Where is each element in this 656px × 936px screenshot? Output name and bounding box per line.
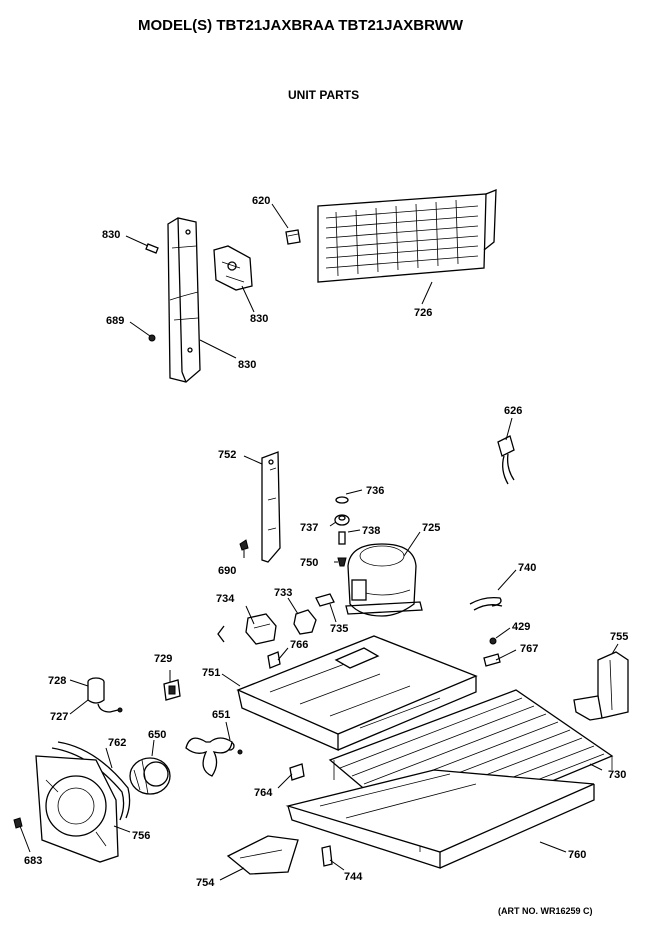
label-730: 730 (608, 769, 626, 781)
bracket-755-part[interactable] (573, 651, 629, 721)
label-620: 620 (252, 195, 270, 207)
label-756: 756 (132, 830, 150, 842)
label-736: 736 (366, 485, 384, 497)
label-729: 729 (154, 653, 172, 665)
nut-736-part[interactable] (335, 496, 349, 504)
fan-motor-728-part[interactable] (87, 677, 105, 704)
label-767: 767 (520, 643, 538, 655)
label-728: 728 (48, 675, 66, 687)
screw-683-part[interactable] (13, 817, 23, 829)
label-683: 683 (24, 855, 42, 867)
label-762: 762 (108, 737, 126, 749)
screw-830-part[interactable] (145, 243, 159, 254)
part-labels: 830 689 830 830 620 726 626 752 690 736 … (24, 195, 628, 889)
label-754: 754 (196, 877, 215, 889)
condenser-726-part[interactable] (317, 189, 497, 283)
label-760: 760 (568, 849, 586, 861)
clip-764-part[interactable] (289, 763, 305, 781)
label-429: 429 (512, 621, 530, 633)
clip-767-part[interactable] (483, 653, 501, 667)
grommet-737-part[interactable] (334, 514, 350, 526)
label-689: 689 (106, 315, 124, 327)
bolt-750-part[interactable] (337, 557, 347, 567)
clip-735-part[interactable] (315, 593, 335, 607)
clip-729-part[interactable] (163, 679, 181, 701)
screw-690-part[interactable] (239, 539, 249, 551)
label-740: 740 (518, 562, 536, 574)
harness-727-part[interactable] (97, 703, 123, 713)
tube-740-part[interactable] (469, 596, 503, 611)
compressor-725-part[interactable] (345, 543, 423, 617)
label-651: 651 (212, 709, 230, 721)
drain-pan-760-part[interactable] (285, 769, 595, 869)
support-channel-part[interactable] (167, 217, 201, 383)
leader-lines (19, 203, 619, 881)
label-755: 755 (610, 631, 628, 643)
label-626: 626 (504, 405, 522, 417)
shroud-762-part[interactable] (51, 741, 131, 821)
label-744: 744 (344, 871, 363, 883)
label-725: 725 (422, 522, 440, 534)
relay-bracket-part[interactable] (213, 245, 253, 291)
clip-734-part[interactable] (217, 613, 277, 645)
label-830: 830 (250, 313, 268, 325)
diagram-subtitle: UNIT PARTS (288, 88, 359, 102)
fan-blade-651-part[interactable] (185, 737, 233, 777)
label-750: 750 (300, 557, 318, 569)
label-650: 650 (148, 729, 166, 741)
label-751: 751 (202, 667, 220, 679)
label-737: 737 (300, 522, 318, 534)
label-727: 727 (50, 711, 68, 723)
bracket-752-part[interactable] (261, 451, 281, 563)
clip-744-part[interactable] (321, 845, 333, 867)
tray-751-part[interactable] (236, 635, 478, 751)
label-733: 733 (274, 587, 292, 599)
label-766: 766 (290, 639, 308, 651)
screw-429-part[interactable] (489, 637, 497, 645)
label-752: 752 (218, 449, 236, 461)
label-690: 690 (218, 565, 236, 577)
sleeve-738-part[interactable] (338, 531, 346, 545)
label-726: 726 (414, 307, 432, 319)
label-830: 830 (238, 359, 256, 371)
art-number: (ART NO. WR16259 C) (498, 906, 593, 916)
shroud-756-part[interactable] (35, 755, 119, 863)
harness-626-part[interactable] (497, 435, 515, 485)
overload-733-part[interactable] (293, 609, 317, 635)
label-764: 764 (254, 787, 273, 799)
label-734: 734 (216, 593, 235, 605)
diagram-title: MODEL(S) TBT21JAXBRAA TBT21JAXBRWW (138, 17, 464, 34)
label-738: 738 (362, 525, 380, 537)
clip-766-part[interactable] (267, 651, 281, 669)
grommet-620-part[interactable] (285, 229, 301, 245)
label-830: 830 (102, 229, 120, 241)
label-735: 735 (330, 623, 348, 635)
screw-689-part[interactable] (148, 334, 156, 342)
fan-motor-650-part[interactable] (129, 757, 171, 795)
bracket-754-part[interactable] (226, 835, 299, 875)
